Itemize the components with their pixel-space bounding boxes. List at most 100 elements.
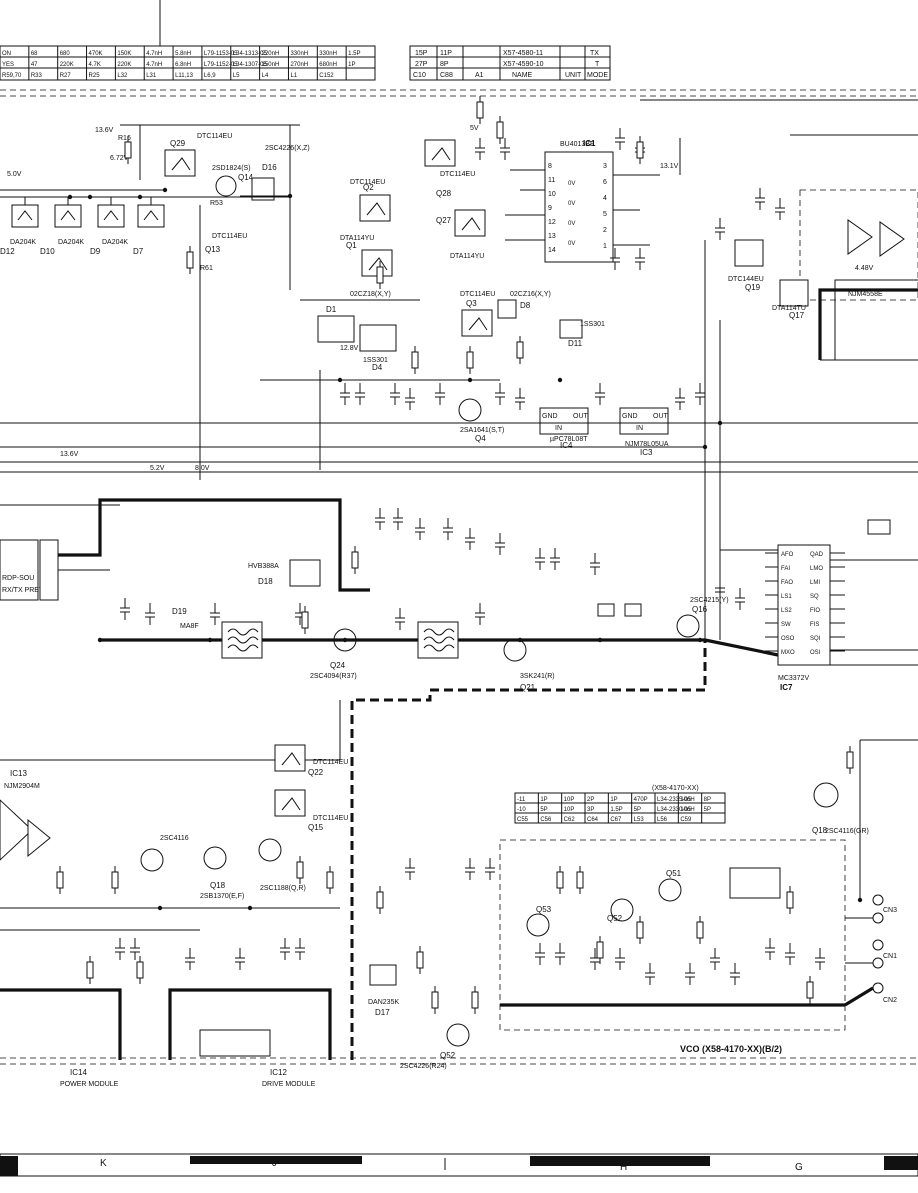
q29-label: Q29 <box>170 139 186 148</box>
resistor <box>786 891 794 909</box>
resistor <box>86 961 94 979</box>
diode-symbol <box>143 210 159 221</box>
d11-label: D11 <box>568 339 583 348</box>
diode-array-row: D12 D10 D9 D7 DA204K DA204K DA204K 5.0V <box>0 171 290 256</box>
q14-block: Q14 2SD1824(S) 2SC4226(X,Z) D16 <box>212 125 310 290</box>
ic1-volt: 0V <box>568 241 575 247</box>
diode-array-body <box>137 204 165 228</box>
d17-part: DAN235K <box>368 999 399 1006</box>
tl-r2-cell: 6.8nH <box>175 62 191 68</box>
q21-block: Q21 3SK241(R) <box>503 638 555 692</box>
net-4-48v: 4.48V <box>855 265 874 272</box>
q3-label: Q3 <box>466 299 477 308</box>
resistor <box>416 951 424 969</box>
q1-block: Q1 DTA114YU <box>340 235 393 277</box>
q4-part: 2SA1641(S,T) <box>460 427 504 434</box>
resistor <box>326 871 334 889</box>
q22-part: 2SB1370(E,F) <box>200 893 244 900</box>
ic1-pin-left: 14 <box>548 247 556 254</box>
junction-dot <box>597 637 603 643</box>
net-8-0v-a: 8.0V <box>195 465 210 472</box>
q27-label: Q27 <box>436 216 452 225</box>
q14-part: 2SD1824(S) <box>212 165 251 172</box>
ic4-block: IC4 µPC78L08T GND OUT IN <box>539 407 589 450</box>
xtal-xf2 <box>624 603 642 617</box>
tl-r1-cell: 150K <box>117 51 131 57</box>
diode-symbol <box>103 210 119 221</box>
q2-label: Q2 <box>363 183 374 192</box>
rf-chain <box>100 603 705 659</box>
da204k-b: DA204K <box>58 239 84 246</box>
tr-11p: 11P <box>440 50 452 57</box>
rdp-label: RDP-SOU <box>2 575 34 582</box>
junction-dot <box>702 444 708 450</box>
q28-part: DTC114EU <box>440 171 475 178</box>
tl-r1-cell: L34-1313-05 <box>233 51 268 57</box>
q13-label: Q13 <box>205 245 221 254</box>
ic7-pin-left: AFO <box>781 552 794 558</box>
ic12-drive-module: IC12 DRIVE MODULE <box>168 988 332 1088</box>
resistor <box>476 101 484 119</box>
junction-dot <box>67 194 73 200</box>
vco-r2-cell: 5P <box>704 807 711 813</box>
q16-block: Q16 2SC4215(Y) <box>676 597 729 638</box>
vco-r1-cell: L34-2335-05 <box>657 797 692 803</box>
d19-label: D19 <box>172 607 187 616</box>
ic3-out: OUT <box>653 413 669 420</box>
q1-part: DTA114YU <box>340 235 374 242</box>
ic7-pin-right: LMI <box>810 580 820 586</box>
d1-label: D1 <box>326 305 337 314</box>
resistor <box>496 121 504 139</box>
d8-block: D8 02CZ16(X,Y) <box>497 291 551 319</box>
d11-part: 1SS301 <box>580 321 605 328</box>
ic3-block: IC3 NJM78L05UA GND OUT IN <box>619 407 669 457</box>
vco-r3-cell: L53 <box>634 817 645 823</box>
vco-title: VCO (X58-4170-XX)(B/2) <box>680 1044 782 1054</box>
vco-r2-cell: 5P <box>634 807 641 813</box>
ic7-pin-left: FAO <box>781 580 793 586</box>
junction-dot <box>87 194 93 200</box>
junction-dot <box>467 377 473 383</box>
filter-l8 <box>417 621 459 659</box>
q19-part: DTC144EU <box>728 276 764 283</box>
connector-group: CN3 CN1 CN2 <box>844 894 897 1007</box>
q24-label: Q24 <box>330 661 346 670</box>
tr-x57-11: X57-4580-11 <box>503 50 543 57</box>
cn2-label: CN2 <box>883 997 897 1004</box>
tl-r2-cell: 4.7nH <box>146 62 162 68</box>
ic7-pin-right: LMO <box>810 566 823 572</box>
resistor <box>806 981 814 999</box>
tl-r3-cell: L32 <box>117 73 128 79</box>
diode-array-body <box>97 204 125 228</box>
ic1-pin-left: 10 <box>548 191 556 198</box>
tl-r3-cell: L4 <box>262 73 269 79</box>
ic1-pin-right: 1 <box>603 243 607 250</box>
ic4-in: IN <box>555 425 562 432</box>
d18-part: HVB388A <box>248 563 279 570</box>
vco-r3-cell: C62 <box>564 817 576 823</box>
vco-r2-cell: -10 <box>517 807 526 813</box>
da204k-c: DA204K <box>102 239 128 246</box>
q27-part: DTA114YU <box>450 253 484 260</box>
vco-section: Q53 Q52 Q51 <box>499 839 846 1031</box>
ic1-volt: 0V <box>568 201 575 207</box>
vco-r1-cell: 1P <box>610 797 617 803</box>
resistor <box>596 941 604 959</box>
q21-part: 3SK241(R) <box>520 673 555 680</box>
q15-part: 2SC4116(GR) <box>825 828 869 835</box>
resistor <box>431 991 439 1009</box>
diode-symbol <box>17 210 33 221</box>
junction-dot <box>97 637 103 643</box>
q10-block: Q22 DTC114EU <box>274 744 348 777</box>
d8-label: D8 <box>520 301 531 310</box>
d9-label: D9 <box>90 247 101 256</box>
q1-label: Q1 <box>346 241 357 250</box>
resistor <box>466 351 474 369</box>
ic1-pin-right: 4 <box>603 195 607 202</box>
q3-block: Q3 DTC114EU <box>460 291 495 337</box>
ceramic-filter <box>867 519 891 535</box>
d10-label: D10 <box>40 247 55 256</box>
q16-label: Q16 <box>692 605 708 614</box>
xtal-xf1 <box>597 603 615 617</box>
